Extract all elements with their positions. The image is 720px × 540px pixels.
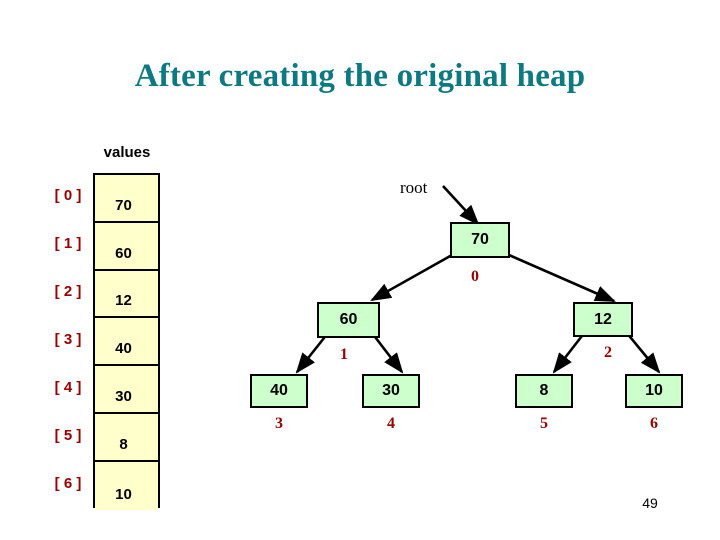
tree-node-30: 30 bbox=[362, 374, 420, 408]
tree-index-4: 4 bbox=[387, 415, 395, 432]
tree-node-40: 40 bbox=[250, 374, 308, 408]
tree-node-8: 8 bbox=[515, 374, 573, 408]
edge-60-to-30 bbox=[370, 332, 404, 374]
array-cell: 30 bbox=[95, 366, 158, 414]
tree-node-10: 10 bbox=[625, 374, 683, 408]
tree-index-0: 0 bbox=[471, 268, 479, 285]
array-index-2: [ 2 ] bbox=[54, 283, 82, 300]
array-cell-value: 40 bbox=[115, 340, 132, 358]
tree-node-value: 40 bbox=[270, 382, 288, 399]
array-cell-value: 10 bbox=[115, 485, 132, 503]
array-label: values bbox=[103, 144, 151, 161]
root-label: root bbox=[400, 178, 428, 197]
array-cell-value: 12 bbox=[115, 292, 132, 310]
array-cell: 40 bbox=[95, 318, 158, 367]
page-title: After creating the original heap bbox=[134, 58, 586, 94]
page-number: 49 bbox=[642, 495, 658, 511]
tree-node-12: 12 bbox=[573, 302, 633, 337]
edge-12-to-8 bbox=[552, 331, 587, 374]
array-cell-value: 70 bbox=[115, 196, 132, 214]
root-pointer-arrow bbox=[442, 185, 480, 226]
array-index-1: [ 1 ] bbox=[54, 235, 82, 252]
tree-index-1: 1 bbox=[340, 346, 348, 363]
tree-node-value: 8 bbox=[539, 382, 549, 399]
array-cell-value: 60 bbox=[115, 244, 132, 262]
array-cell: 10 bbox=[95, 461, 158, 510]
values-array: 70 60 12 40 30 8 10 bbox=[93, 173, 160, 510]
tree-index-6: 6 bbox=[650, 415, 658, 432]
array-cell: 8 bbox=[95, 413, 158, 462]
tree-node-60: 60 bbox=[317, 302, 380, 338]
edge-70-to-60 bbox=[370, 253, 453, 302]
array-cell-value: 8 bbox=[119, 435, 128, 453]
edge-12-to-10 bbox=[624, 331, 661, 374]
tree-node-70: 70 bbox=[450, 222, 510, 258]
array-index-4: [ 4 ] bbox=[54, 379, 82, 396]
tree-node-value: 30 bbox=[382, 382, 400, 399]
array-index-3: [ 3 ] bbox=[54, 331, 82, 348]
tree-index-5: 5 bbox=[540, 415, 548, 432]
array-cell: 70 bbox=[95, 175, 158, 223]
array-index-0: [ 0 ] bbox=[54, 187, 82, 204]
tree-node-value: 10 bbox=[645, 382, 663, 399]
array-cell-value: 30 bbox=[115, 387, 132, 405]
edge-70-to-12 bbox=[508, 253, 616, 303]
array-index-5: [ 5 ] bbox=[54, 427, 82, 444]
tree-node-value: 70 bbox=[471, 231, 489, 248]
tree-node-value: 12 bbox=[594, 310, 612, 328]
array-cell: 12 bbox=[95, 270, 158, 319]
tree-node-value: 60 bbox=[339, 311, 358, 328]
array-index-6: [ 6 ] bbox=[54, 475, 82, 492]
tree-index-3: 3 bbox=[275, 415, 283, 432]
tree-index-2: 2 bbox=[604, 344, 612, 361]
array-cell: 60 bbox=[95, 222, 158, 271]
